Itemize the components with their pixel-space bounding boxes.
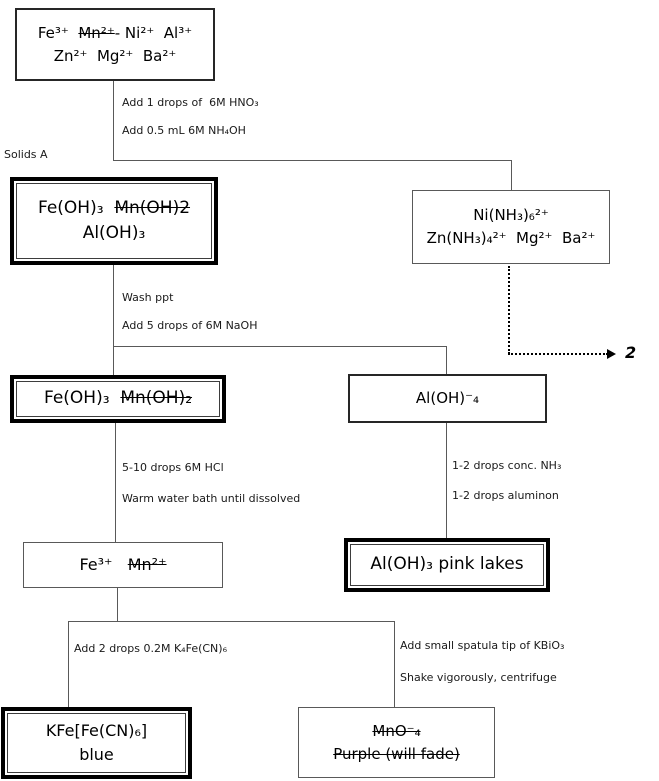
- box-aloh4-text: Al(OH)⁻₄: [415, 389, 480, 408]
- box-mixed-cations-text: Fe³⁺ Mn²⁺- Ni²⁺ Al³⁺Zn²⁺ Mg²⁺ Ba²⁺: [37, 23, 193, 65]
- exit-page-reference: 2: [625, 343, 637, 362]
- connector-branch1-horizontal: [113, 160, 512, 161]
- step-label-shake-centrifuge: Shake vigorously, centrifuge: [400, 671, 557, 684]
- connector-femn-to-branch3: [117, 588, 118, 621]
- connector-branch3-to-kfe-box: [68, 621, 69, 708]
- step-label-warm-water-bath: Warm water bath until dissolved: [122, 492, 301, 505]
- box-kfefecn6-blue: KFe[Fe(CN)₆]blue: [1, 707, 192, 779]
- step-label-kbio3: Add small spatula tip of KBiO₃: [400, 639, 565, 652]
- step-label-hcl: 5-10 drops 6M HCl: [122, 461, 224, 474]
- connector-top-to-branch1: [113, 81, 114, 160]
- box-aloh3-pink-lakes-inner: Al(OH)₃ pink lakes: [350, 544, 544, 586]
- connector-feoh3-to-femn-box: [115, 423, 116, 542]
- box-ammine-complexes-text: Ni(NH₃)₆²⁺Zn(NH₃)₄²⁺ Mg²⁺ Ba²⁺: [426, 206, 596, 247]
- box-fe3-mn2: Fe³⁺ Mn²⁺: [23, 542, 223, 588]
- solids-a-label: Solids A: [4, 148, 48, 161]
- connector-branch1-to-ammine-box: [511, 160, 512, 190]
- connector-branch2-horizontal: [113, 346, 447, 347]
- box-ammine-complexes: Ni(NH₃)₆²⁺Zn(NH₃)₄²⁺ Mg²⁺ Ba²⁺: [412, 190, 610, 264]
- step-label-conc-nh3: 1-2 drops conc. NH₃: [452, 459, 562, 472]
- step-label-nh4oh: Add 0.5 mL 6M NH₄OH: [122, 124, 246, 137]
- step-label-naoh: Add 5 drops of 6M NaOH: [122, 319, 258, 332]
- box-feoh3-mnoh2-inner: Fe(OH)₃ Mn(OH)₂: [16, 381, 220, 417]
- connector-aloh4-to-pinklakes-box: [446, 423, 447, 538]
- step-label-wash-ppt: Wash ppt: [122, 291, 174, 304]
- box-feoh3-mnoh2: Fe(OH)₃ Mn(OH)₂: [10, 375, 226, 423]
- connector-solidsa-to-branch2: [113, 265, 114, 375]
- arrowhead-icon: [607, 349, 616, 359]
- dotted-connector-vertical: [508, 266, 510, 354]
- connector-branch2-to-aloh4-box: [446, 346, 447, 374]
- connector-branch3-to-mno4-box: [394, 621, 395, 707]
- box-kfefecn6-blue-inner: KFe[Fe(CN)₆]blue: [7, 713, 186, 773]
- box-fe3-mn2-text: Fe³⁺ Mn²⁺: [79, 555, 167, 574]
- step-label-hno3: Add 1 drops of 6M HNO₃: [122, 96, 259, 109]
- box-feoh3-mnoh2-text: Fe(OH)₃ Mn(OH)₂: [43, 388, 193, 409]
- connector-branch3-horizontal: [68, 621, 395, 622]
- box-aloh3-pink-lakes-text: Al(OH)₃ pink lakes: [370, 554, 524, 575]
- box-aloh3-pink-lakes: Al(OH)₃ pink lakes: [344, 538, 550, 592]
- box-mixed-cations: Fe³⁺ Mn²⁺- Ni²⁺ Al³⁺Zn²⁺ Mg²⁺ Ba²⁺: [15, 8, 215, 81]
- box-kfefecn6-blue-text: KFe[Fe(CN)₆]blue: [45, 721, 148, 764]
- step-label-aluminon: 1-2 drops aluminon: [452, 489, 559, 502]
- step-label-k4fecn6: Add 2 drops 0.2M K₄Fe(CN)₆: [74, 642, 227, 655]
- dotted-connector-horizontal: [508, 353, 608, 355]
- box-aloh4: Al(OH)⁻₄: [348, 374, 547, 423]
